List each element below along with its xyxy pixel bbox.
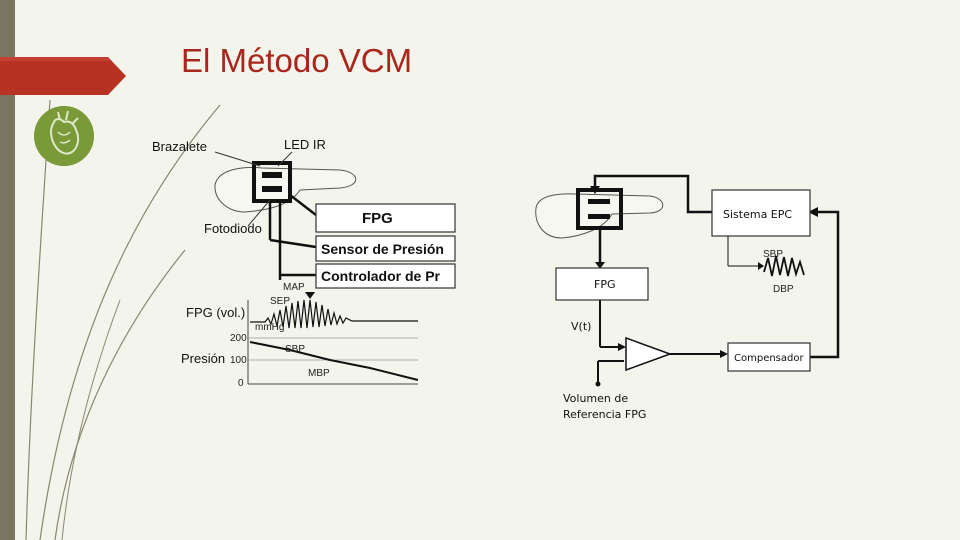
anatomical-heart-icon <box>34 106 94 166</box>
map-label: MAP <box>283 282 305 293</box>
title-ribbon <box>0 57 126 95</box>
amplifier-triangle <box>625 336 673 372</box>
fpg-box-label: FPG <box>362 210 393 227</box>
compensator-label: Compensador <box>734 353 804 364</box>
sep-label: SEP <box>270 296 290 307</box>
cuff-ring <box>252 161 292 203</box>
unit-label: mmHg <box>255 322 284 333</box>
reference-label-line1: Volumen de <box>563 392 628 405</box>
reference-label-line2: Referencia FPG <box>563 408 646 421</box>
led-label: LED IR <box>284 137 326 152</box>
compensator-box <box>727 342 811 372</box>
photodiode-label: Fotodiodo <box>204 221 262 236</box>
cuff-label: Brazalete <box>152 139 207 154</box>
pressure-axis-label: Presión <box>181 351 225 366</box>
sbp-label-right: SBP <box>763 249 783 260</box>
photodiode-element <box>262 186 282 192</box>
map-marker <box>305 292 315 299</box>
bp-waveform <box>763 255 805 278</box>
pressure-controller-label: Controlador de Pr <box>321 268 441 284</box>
ppg-oscillation <box>250 299 418 329</box>
fpg-box-right <box>555 267 649 301</box>
fpg-box-right-label: FPG <box>594 278 615 291</box>
tick-100: 100 <box>230 355 247 366</box>
tick-200: 200 <box>230 333 247 344</box>
tick-0: 0 <box>238 378 244 389</box>
epc-system-box <box>711 189 811 237</box>
left-sidebar-bar <box>0 0 15 540</box>
ppg-vol-label: FPG (vol.) <box>186 305 245 320</box>
page-title: El Método VCM <box>181 42 413 79</box>
pressure-controller-box <box>315 263 456 289</box>
pressure-sensor-box <box>315 235 456 262</box>
finger-sketch <box>214 167 357 213</box>
vt-label: V(t) <box>571 320 591 333</box>
pressure-ramp <box>249 341 419 381</box>
sbp-label-left: SBP <box>285 344 305 355</box>
mbp-label: MBP <box>308 368 330 379</box>
dbp-label: DBP <box>773 284 794 295</box>
pressure-sensor-label: Sensor de Presión <box>321 241 444 257</box>
fpg-box <box>315 203 456 233</box>
epc-system-label: Sistema EPC <box>723 208 792 221</box>
feedback-wire <box>810 210 840 359</box>
led-element <box>262 172 282 178</box>
